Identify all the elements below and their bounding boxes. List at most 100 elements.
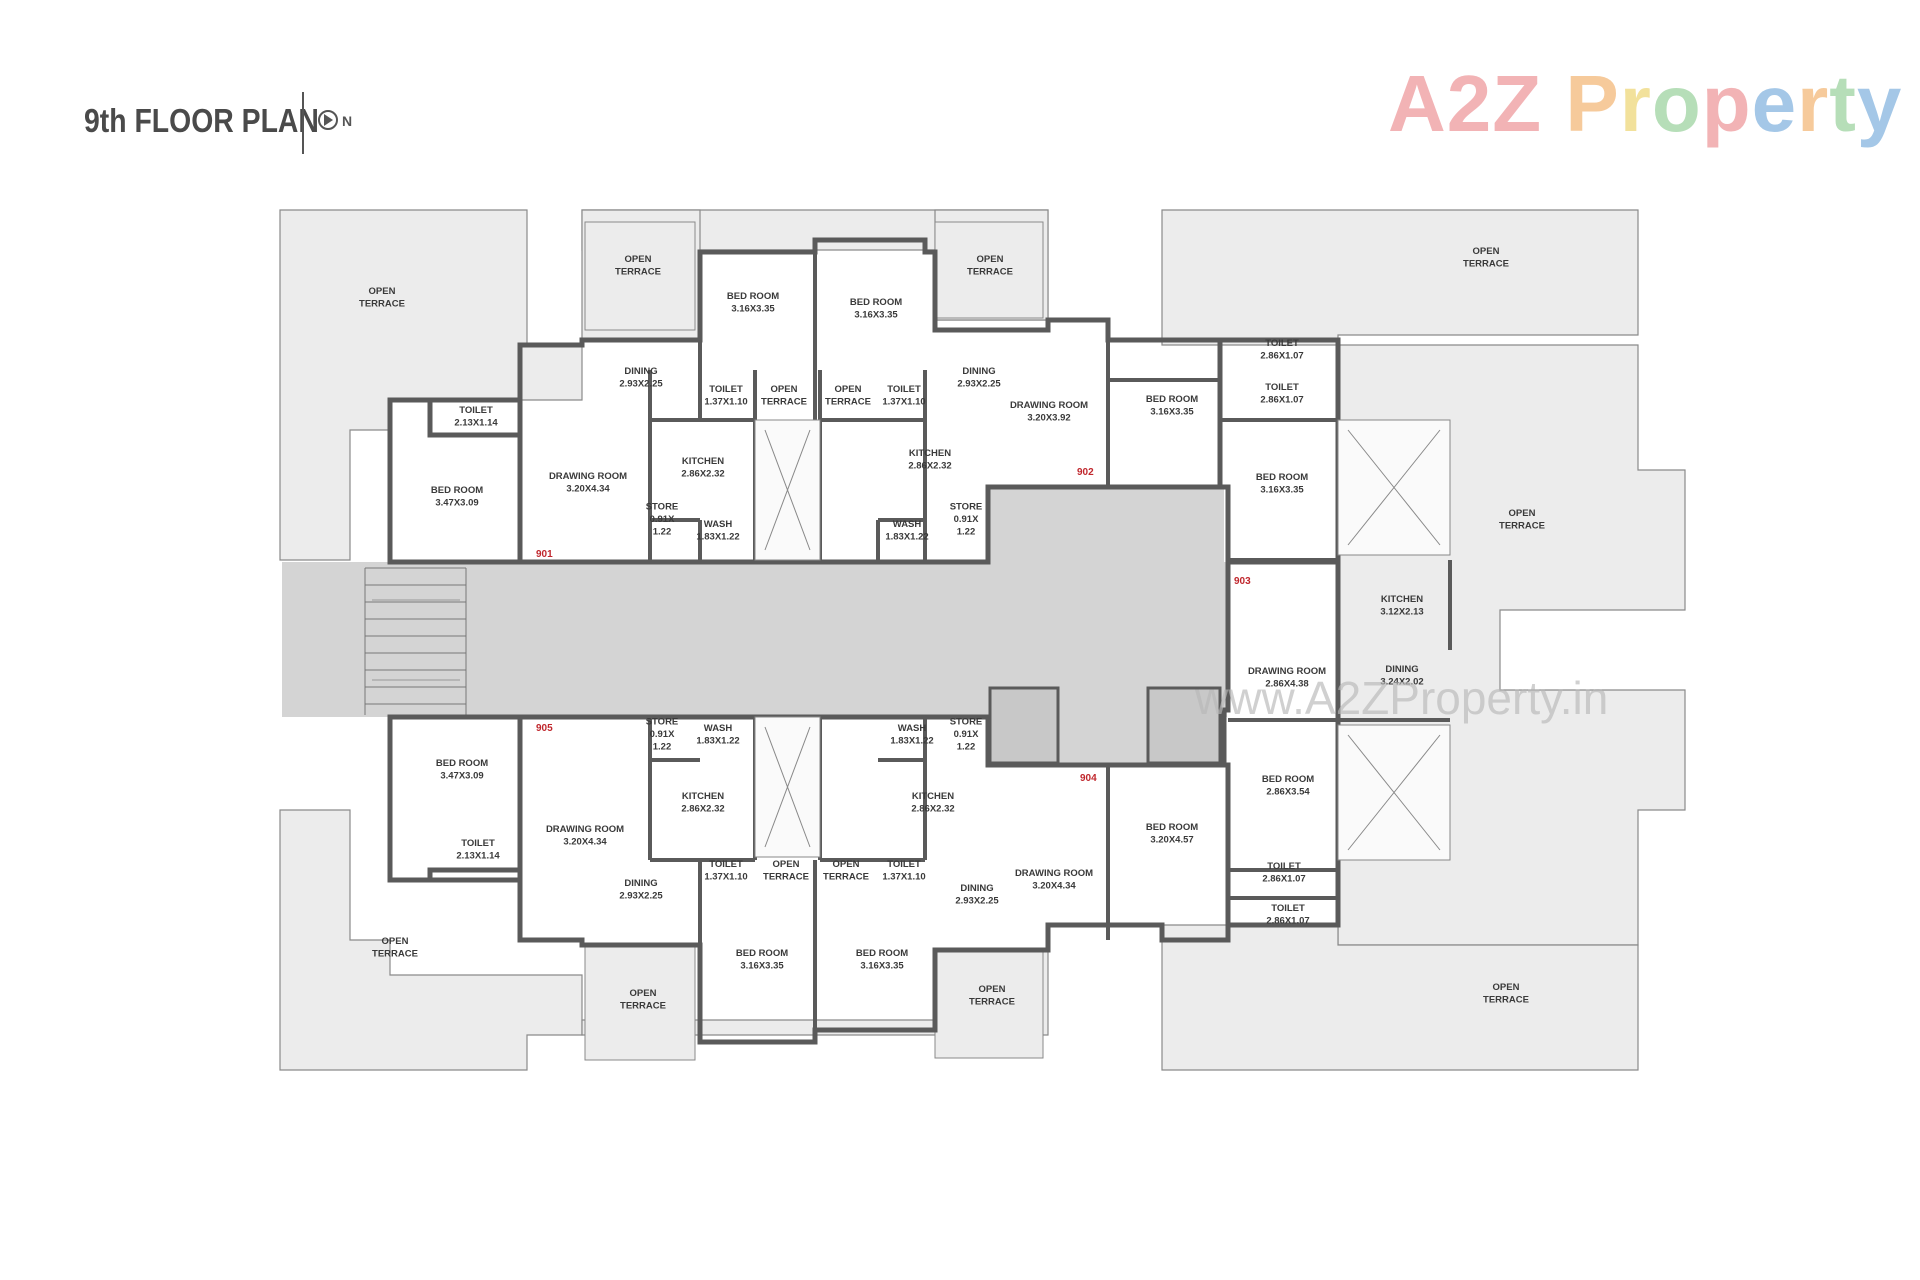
room-name: TOILET [1265,338,1299,349]
room-dimension: TERRACE [620,1000,666,1011]
room-name: KITCHEN [682,456,724,467]
open-terrace-area [279,209,583,561]
duct-outline [1337,724,1451,861]
room-name: DRAWING ROOM [1010,400,1088,411]
room-dimension: 2.86X3.54 [1266,786,1310,797]
room-dimension: 3.16X3.35 [740,960,784,971]
open-terrace-area [1161,924,1639,1071]
room-name: TOILET [461,838,495,849]
unit-wall [387,714,523,883]
room-dimension: 3.20X3.92 [1027,412,1070,423]
logo-letter: t [1829,59,1857,148]
north-arrow-icon [324,114,333,126]
fixtures-layer [754,419,1451,861]
lift-shaft-1 [988,686,1060,765]
room-dimension: 2.13X1.14 [456,850,500,861]
room-name: OPEN [977,254,1004,265]
room-name: DINING [1385,664,1418,675]
room-dimension: 0.91X [954,514,979,525]
room-name: OPEN [630,988,657,999]
room-dimension: 3.16X3.35 [860,960,904,971]
room-dimension: 1.37X1.10 [704,871,747,882]
room-name: WASH [704,723,733,734]
room-name: BED ROOM [850,297,902,308]
unit-number: 901 [536,549,553,560]
room-name: TOILET [1271,903,1305,914]
duct-shaft [1337,724,1451,861]
corridor-layer [282,487,1227,765]
logo-letter: r [1797,59,1830,148]
watermark: www.A2ZProperty.in [1194,672,1608,724]
logo-letter: y [1856,59,1903,148]
room-name: WASH [893,519,922,530]
room-dimension: 2.86X1.07 [1262,873,1305,884]
room-name: OPEN [625,254,652,265]
room-name: OPEN [382,936,409,947]
room-dimension: 3.16X3.35 [1260,484,1304,495]
room-dimension: 3.12X2.13 [1380,606,1423,617]
logo-letter: Z [1492,59,1543,148]
room-name: BED ROOM [431,485,483,496]
room-dimension: 1.83X1.22 [696,735,739,746]
room-dimension: TERRACE [763,871,809,882]
room-name: TOILET [459,405,493,416]
room-name: KITCHEN [912,791,954,802]
room-dimension: TERRACE [1499,520,1545,531]
room-name: STORE [646,502,679,513]
room-name: TOILET [1267,861,1301,872]
room-name: DRAWING ROOM [549,471,627,482]
room-dimension: 3.16X3.35 [854,309,898,320]
north-compass: N [318,110,358,138]
unit-number: 905 [536,723,553,734]
room-name: BED ROOM [1146,394,1198,405]
room-name: KITCHEN [1381,594,1423,605]
room-name: OPEN [833,859,860,870]
room-dimension: 3.16X3.35 [731,303,775,314]
brand-logo: A2Z Property [1388,58,1902,150]
logo-letter: p [1701,59,1752,148]
staircase [364,567,467,715]
room-dimension: 2.86X1.07 [1260,394,1303,405]
room-name: BED ROOM [856,948,908,959]
room-name: DINING [624,878,657,889]
duct-cross [764,429,811,551]
room-name: STORE [950,502,983,513]
room-dimension: 2.86X2.32 [908,460,951,471]
room-dimension: TERRACE [969,996,1015,1007]
room-dimension: 1.22 [957,742,976,753]
room-name: OPEN [771,384,798,395]
lobby-upper [988,487,1224,567]
room-name: TOILET [887,384,921,395]
room-dimension: TERRACE [967,266,1013,277]
room-name: TOILET [709,384,743,395]
open-terrace-area [279,809,583,1071]
room-dimension: 1.22 [957,527,976,538]
room-dimension: 0.91X [650,514,675,525]
room-name: OPEN [979,984,1006,995]
